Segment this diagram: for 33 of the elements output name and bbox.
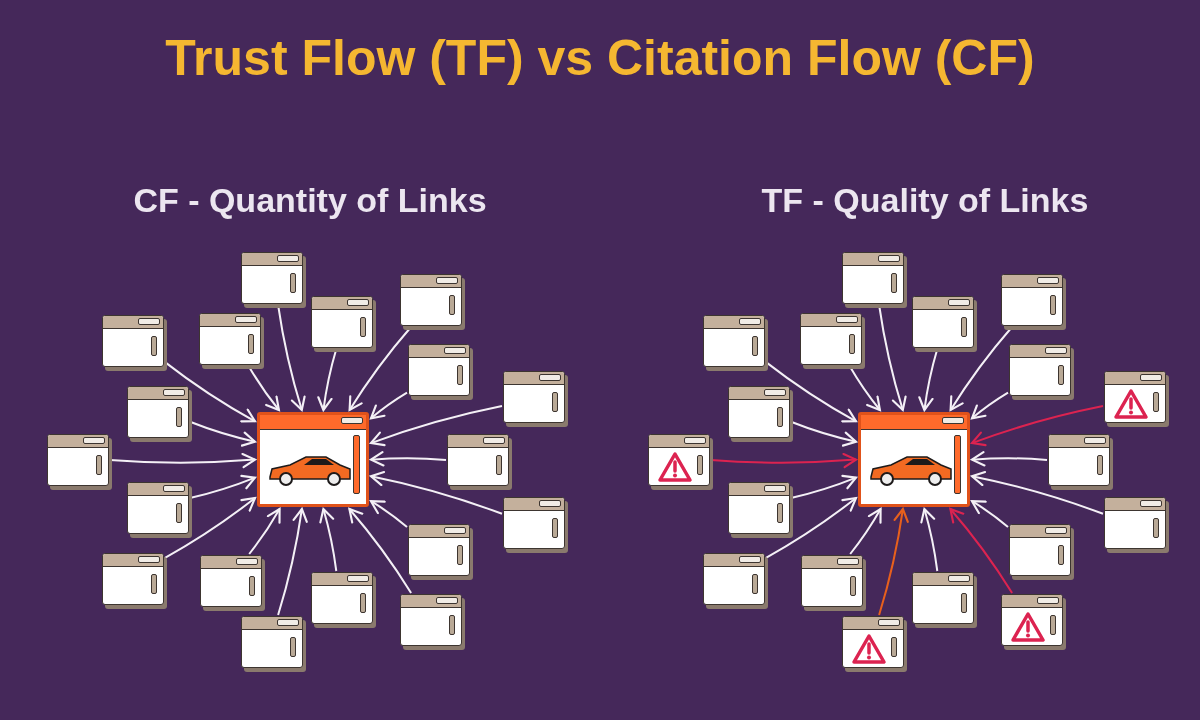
- arrow: [369, 405, 503, 447]
- arrow: [189, 474, 257, 499]
- arrow: [970, 405, 1104, 447]
- arrow: [970, 471, 1104, 515]
- arrow: [319, 507, 338, 572]
- arrow: [109, 452, 257, 469]
- arrow: [920, 507, 939, 572]
- title: Trust Flow (TF) vs Citation Flow (CF): [164, 29, 1036, 88]
- section-heading: CF - Quantity of Links: [132, 180, 488, 221]
- arrow: [369, 451, 447, 467]
- arrow: [710, 452, 858, 469]
- arrow: [790, 474, 858, 499]
- arrow: [849, 507, 882, 555]
- arrow: [765, 361, 858, 423]
- arrow: [348, 507, 413, 594]
- browser-window: [858, 412, 970, 507]
- arrow: [369, 391, 408, 420]
- arrow: [790, 420, 858, 447]
- arrow: [164, 361, 257, 423]
- arrow: [369, 471, 503, 515]
- arrow: [970, 391, 1009, 420]
- arrow: [970, 451, 1048, 467]
- arrow: [189, 420, 257, 447]
- browser-window: [257, 412, 369, 507]
- section-heading: TF - Quality of Links: [760, 180, 1090, 221]
- arrow: [248, 507, 281, 555]
- arrow: [970, 500, 1009, 528]
- arrow: [949, 507, 1014, 594]
- arrow: [765, 496, 858, 559]
- arrow: [878, 507, 909, 616]
- arrow: [277, 507, 308, 616]
- arrow: [164, 496, 257, 559]
- arrow: [369, 500, 408, 528]
